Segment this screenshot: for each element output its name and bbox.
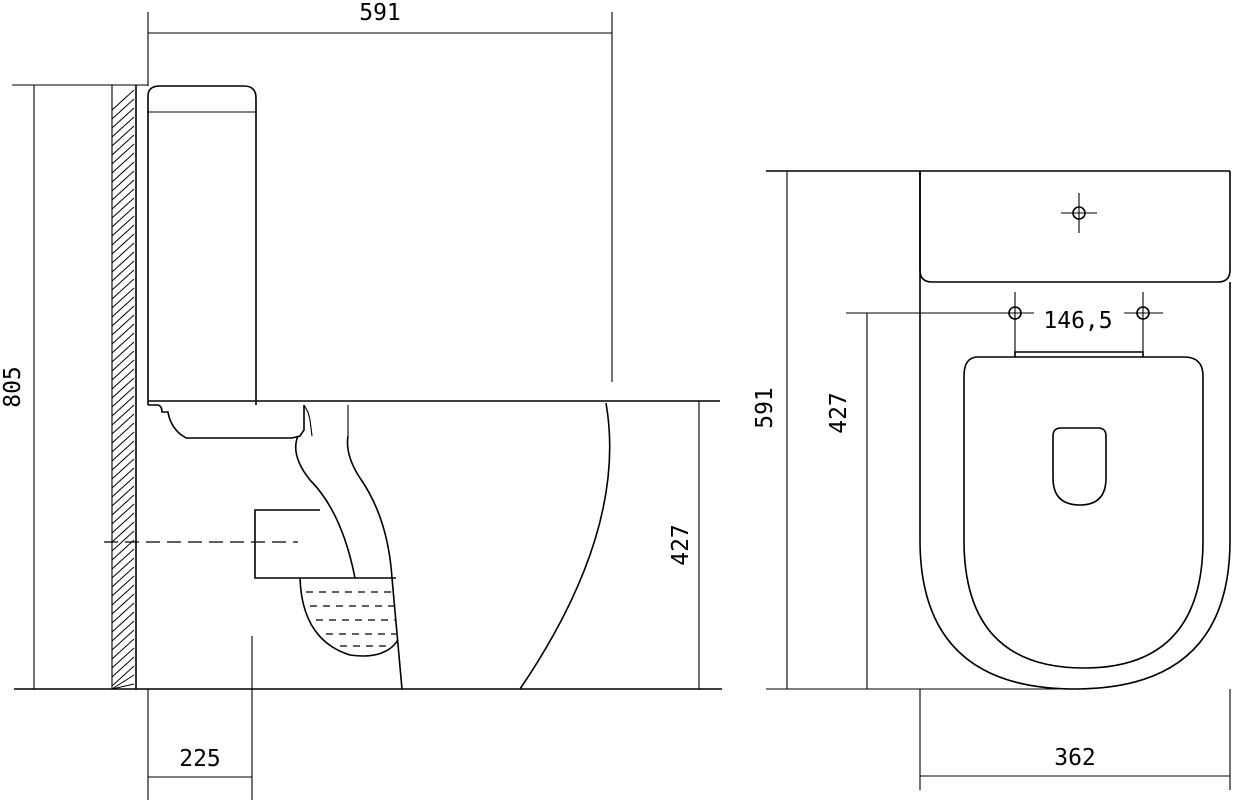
hatch-line [111, 323, 135, 345]
hatch-line [111, 575, 135, 597]
hatch-line [111, 188, 135, 210]
hatch-line [111, 647, 135, 669]
hatch-line [111, 404, 135, 426]
hatch-line [111, 107, 135, 129]
water-level-lines [306, 591, 396, 647]
hatch-line [111, 530, 135, 552]
hatch-line [111, 350, 135, 372]
hatch-line [111, 548, 135, 570]
hatch-line [111, 224, 135, 246]
dim-side-depth: 591 [147, 0, 613, 382]
hatch-line [111, 386, 135, 408]
water-trap [299, 577, 399, 657]
hatch-line [111, 206, 135, 228]
hatch-line [111, 179, 135, 201]
hatch-line [111, 620, 135, 642]
hatch-line [111, 197, 135, 219]
outlet-pipe [254, 509, 320, 579]
hatch-line [111, 161, 135, 183]
hatch-line [111, 134, 135, 156]
hatch-line [111, 629, 135, 651]
dim-label-side-seat-height: 427 [668, 524, 694, 566]
dim-label-side-depth: 591 [359, 0, 401, 26]
hatch-line [111, 215, 135, 237]
hatch-line [111, 494, 135, 516]
seat-outline [963, 356, 1204, 669]
hatch-line [111, 413, 135, 435]
dim-outlet-offset: 225 [147, 636, 253, 800]
hatch-line [111, 674, 135, 690]
dim-label-outlet-offset: 225 [179, 746, 221, 772]
dim-label-hinge-spacing: 146,5 [1043, 308, 1112, 334]
dim-label-side-height: 805 [0, 366, 26, 408]
hatch-line [111, 260, 135, 282]
hatch-line [111, 656, 135, 678]
hatch-line [111, 512, 135, 534]
hatch-line [111, 242, 135, 264]
trapway [294, 435, 356, 579]
hatch-line [111, 458, 135, 480]
hatch-line [111, 476, 135, 498]
cistern-outline [147, 85, 257, 405]
hinge-left-icon [846, 292, 1034, 356]
top-cistern-outline [919, 171, 1231, 283]
hatch-line [111, 341, 135, 363]
dim-top-depth: 591 [752, 171, 788, 689]
hinge-right-icon [1124, 292, 1163, 356]
hatch-line [111, 377, 135, 399]
hatch-line [111, 611, 135, 633]
wall-hatching [111, 85, 137, 690]
dim-label-top-width: 362 [1054, 745, 1096, 771]
hatch-line [111, 98, 135, 120]
hatch-line [111, 251, 135, 273]
top-view: 146,5 591 427 362 [752, 170, 1231, 790]
hatch-line [111, 485, 135, 507]
hatch-line [111, 143, 135, 165]
hatch-line [111, 665, 135, 687]
hatch-line [111, 521, 135, 543]
top-bowl-outline [919, 171, 1231, 690]
dim-label-top-seat-depth: 427 [826, 392, 852, 434]
dim-label-top-depth: 591 [752, 387, 778, 429]
bowl-opening [1052, 427, 1107, 506]
hatch-line [111, 593, 135, 615]
hatch-line [111, 368, 135, 390]
side-view: 591 805 427 225 [0, 0, 722, 800]
hatch-line [111, 278, 135, 300]
hatch-line [111, 170, 135, 192]
hatch-line [111, 566, 135, 588]
hatch-line [111, 449, 135, 471]
hatch-line [111, 539, 135, 561]
bowl-outline [519, 402, 611, 690]
hatch-line [111, 602, 135, 624]
hatch-line [111, 233, 135, 255]
hatch-line [111, 269, 135, 291]
hatch-line [111, 395, 135, 417]
hatch-line [111, 467, 135, 489]
flush-button-icon [1061, 193, 1097, 233]
hatch-line [111, 305, 135, 327]
hatch-line [111, 116, 135, 138]
hatch-line [111, 431, 135, 453]
dim-top-seat-depth: 427 [826, 313, 868, 689]
hatch-line [111, 296, 135, 318]
hatch-line [111, 683, 135, 690]
hatch-line [111, 557, 135, 579]
hatch-line [111, 287, 135, 309]
hatch-line [111, 314, 135, 336]
hatch-line [111, 440, 135, 462]
dim-top-width: 362 [919, 689, 1231, 790]
hatch-line [111, 359, 135, 381]
hatch-line [111, 422, 135, 444]
dim-side-seat-height: 427 [668, 401, 700, 689]
hatch-line [111, 503, 135, 525]
hatch-line [111, 584, 135, 606]
hatch-line [111, 89, 135, 111]
hatch-line [111, 152, 135, 174]
dim-side-height: 805 [0, 84, 148, 689]
hatch-line [111, 125, 135, 147]
hatch-line [111, 638, 135, 660]
hatch-line [111, 332, 135, 354]
